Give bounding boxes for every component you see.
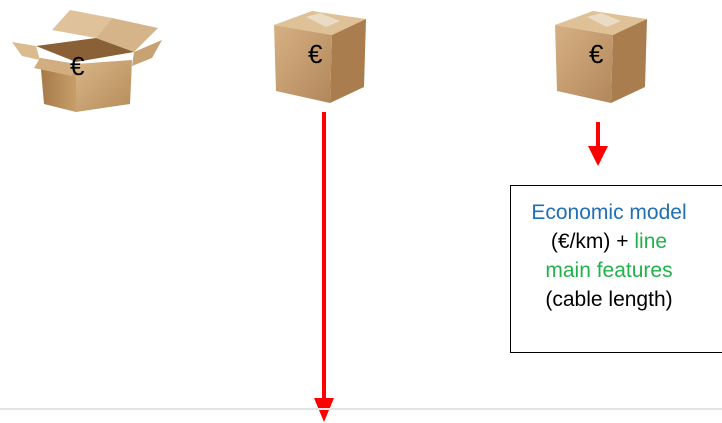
euro-label: €	[308, 41, 322, 67]
open-box-icon	[12, 8, 164, 113]
main-features-text: main features	[511, 256, 707, 285]
euro-label: €	[70, 53, 84, 79]
cost-per-km-text: (€/km) +	[551, 230, 634, 253]
long-down-arrow	[312, 110, 336, 423]
model-line-2: (€/km) + line	[511, 227, 707, 256]
economic-model-title: Economic model	[511, 198, 707, 227]
line-text: line	[634, 230, 667, 253]
economic-model-box: Economic model (€/km) + line main featur…	[510, 185, 722, 353]
euro-label: €	[589, 41, 603, 67]
cable-length-text: (cable length)	[511, 285, 707, 314]
bottom-divider	[0, 408, 722, 410]
short-down-arrow	[586, 120, 610, 170]
